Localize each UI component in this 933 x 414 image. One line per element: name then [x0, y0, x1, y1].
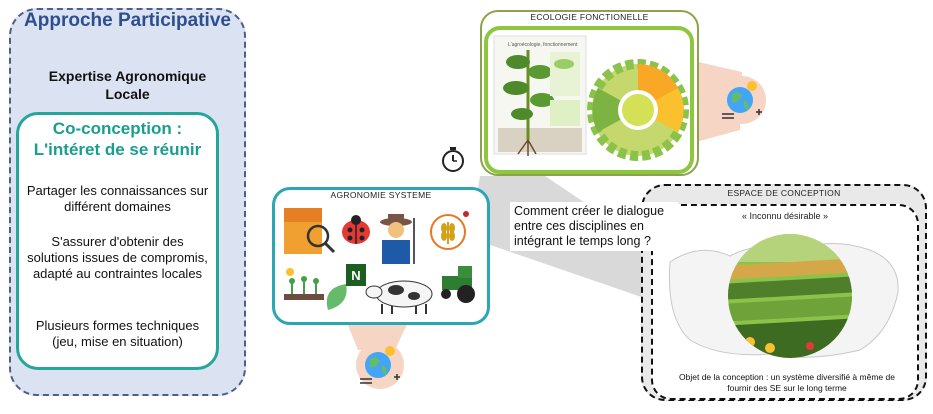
nitrogen-icon: N [346, 264, 366, 286]
leaf-icon [530, 93, 554, 107]
coconception-title: Co-conception : L'intéret de se réunir [33, 119, 202, 159]
leaf-icon [528, 65, 552, 79]
wheat-icon [430, 214, 466, 250]
cow-icon [365, 280, 433, 314]
earth-climate-icon [360, 346, 400, 384]
agronomie-illustration: N [284, 208, 475, 314]
ecologie-label: ECOLOGIE FONCTIONELLE [530, 12, 649, 22]
coconception-item: Partager les connaissances sur différent… [26, 183, 209, 214]
ecosystem-wheel [587, 59, 689, 161]
ecologie-illustration: L'agroécologie, fonctionnement [493, 35, 689, 161]
roots [517, 139, 537, 156]
dialogue-question: Comment créer le dialogue entre ces disc… [510, 202, 678, 251]
leaf-icon [511, 108, 533, 120]
agro-connector-wedge [345, 318, 410, 350]
coconception-item: Plusieurs formes techniques (jeu, mise e… [35, 318, 200, 349]
agronomie-label: AGRONOMIE SYSTEME [330, 190, 432, 200]
ladybug-icon [342, 215, 370, 244]
leaf-icon [506, 55, 530, 69]
coconception-item: S'assurer d'obtenir des solutions issues… [27, 234, 208, 281]
leaf-icon [326, 284, 347, 310]
farmer-icon [380, 214, 415, 264]
tractor-icon [441, 266, 475, 303]
magnifier-icon [306, 224, 336, 254]
panel-subtitle: Expertise Agronomique Locale [48, 68, 207, 102]
panel-title: Approche Participative [24, 10, 231, 31]
leaf-icon [503, 81, 529, 95]
svg-text:N: N [351, 268, 360, 283]
seedlings-icon [284, 268, 324, 300]
inset-panel [550, 52, 580, 96]
diversified-landscape-illustration [668, 234, 899, 358]
espace-label: ESPACE DE CONCEPTION [727, 188, 841, 198]
stopwatch-icon [442, 147, 464, 172]
earth-climate-icon [722, 81, 762, 119]
coconception-box [16, 112, 219, 370]
conception-object-text: Objet de la conception : un système dive… [679, 372, 895, 393]
espace-subtitle: « Inconnu désirable » [741, 211, 829, 221]
inner-caption: L'agroécologie, fonctionnement [508, 42, 578, 48]
